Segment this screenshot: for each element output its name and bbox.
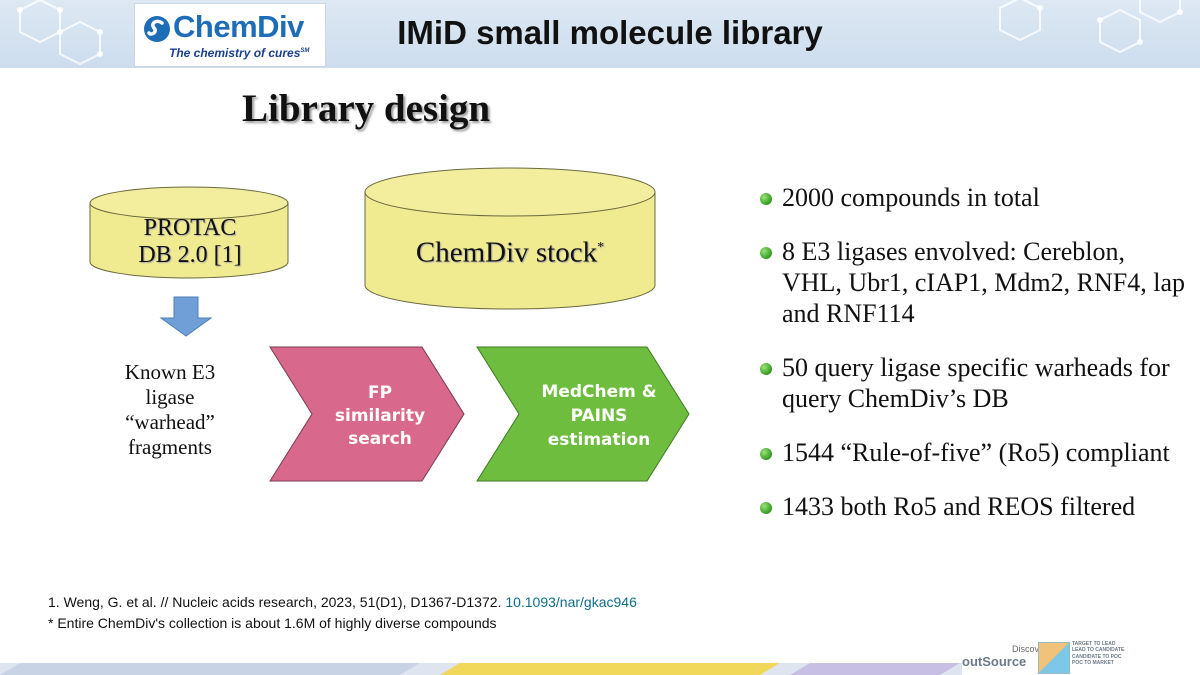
fp-similarity-label: FP similarity search xyxy=(310,382,450,451)
protac-db-line2: DB 2.0 [1] xyxy=(138,242,242,268)
fp-similarity-chevron xyxy=(269,346,465,482)
logo-tagline-text: The chemistry of cures xyxy=(169,46,301,60)
known-fragments-line3: “warhead” xyxy=(125,410,215,434)
medchem-chevron xyxy=(476,346,690,482)
medchem-label: MedChem & PAINS estimation xyxy=(515,380,683,452)
bullet-text: 8 E3 ligases envolved: Cereblon, VHL, Ub… xyxy=(782,237,1185,328)
chemdiv-logo: ChemDiv The chemistry of curesSM xyxy=(134,3,326,67)
chemdiv-logo-icon xyxy=(144,16,170,42)
fp-line2: similarity xyxy=(334,406,426,426)
medchem-line1: MedChem & xyxy=(541,382,657,402)
bullet-dot-icon xyxy=(760,502,772,514)
reference-1: 1. Weng, G. et al. // Nucleic acids rese… xyxy=(48,592,637,613)
known-fragments-label: Known E3 ligase “warhead” fragments xyxy=(95,360,245,460)
down-arrow-icon xyxy=(159,296,213,337)
chemdiv-stock-text: ChemDiv stock xyxy=(415,236,598,269)
bullet-text: 1433 both Ro5 and REOS filtered xyxy=(782,492,1136,521)
medchem-line3: estimation xyxy=(547,430,651,450)
logo-tagline: The chemistry of curesSM xyxy=(169,46,309,60)
list-item: 1433 both Ro5 and REOS filtered xyxy=(760,491,1190,522)
logo-name: ChemDiv xyxy=(173,9,304,44)
reference-1-doi-link[interactable]: 10.1093/nar/gkac946 xyxy=(505,594,637,610)
header-title: IMiD small molecule library xyxy=(397,14,823,51)
bottom-stripe-bar xyxy=(0,663,1200,675)
chemdiv-stock-label: ChemDiv stock* xyxy=(365,230,655,271)
bullet-dot-icon xyxy=(760,448,772,460)
fp-line3: search xyxy=(348,429,412,449)
outsource-logo-icon xyxy=(1038,642,1070,674)
header-band: ChemDiv The chemistry of curesSM IMiD sm… xyxy=(0,0,1200,68)
fp-line1: FP xyxy=(367,383,393,403)
discovery-outsource-logo: Discovery™ outSource TARGET TO LEAD LEAD… xyxy=(962,640,1200,675)
logo-tagline-mark: SM xyxy=(300,48,310,54)
protac-db-cylinder xyxy=(89,186,289,279)
reference-1-text: 1. Weng, G. et al. // Nucleic acids rese… xyxy=(48,594,502,610)
logo-stage-lines: TARGET TO LEAD LEAD TO CANDIDATE CANDIDA… xyxy=(1072,641,1124,667)
logo-stage-line: TARGET TO LEAD xyxy=(1072,641,1116,647)
slide-title: Library design xyxy=(242,87,491,130)
protac-db-line1: PROTAC xyxy=(143,215,237,241)
logo-discovery-text: Discovery™ xyxy=(1012,644,1061,654)
chemdiv-stock-mark: * xyxy=(597,240,605,255)
known-fragments-line2: ligase xyxy=(145,385,195,409)
collection-note: * Entire ChemDiv's collection is about 1… xyxy=(48,615,497,631)
bullet-text: 1544 “Rule-of-five” (Ro5) compliant xyxy=(782,438,1170,467)
bullet-dot-icon xyxy=(760,193,772,205)
bullet-dot-icon xyxy=(760,363,772,375)
known-fragments-line1: Known E3 xyxy=(124,360,216,384)
bullet-dot-icon xyxy=(760,247,772,259)
logo-outsource-text: outSource xyxy=(962,654,1027,669)
known-fragments-line4: fragments xyxy=(128,435,212,459)
list-item: 8 E3 ligases envolved: Cereblon, VHL, Ub… xyxy=(760,236,1190,329)
list-item: 1544 “Rule-of-five” (Ro5) compliant xyxy=(760,437,1190,468)
footnotes: 1. Weng, G. et al. // Nucleic acids rese… xyxy=(48,592,637,634)
protac-db-label: PROTAC DB 2.0 [1] xyxy=(95,215,285,269)
list-item: 50 query ligase specific warheads for qu… xyxy=(760,352,1190,414)
chemdiv-stock-cylinder xyxy=(364,167,656,310)
bullet-text: 50 query ligase specific warheads for qu… xyxy=(782,353,1170,413)
summary-bullet-list: 2000 compounds in total 8 E3 ligases env… xyxy=(760,182,1190,545)
list-item: 2000 compounds in total xyxy=(760,182,1190,213)
logo-stage-line: POC TO MARKET xyxy=(1072,660,1114,667)
logo-stage-line: CANDIDATE TO POC xyxy=(1072,653,1122,660)
hexagon-pattern-icon xyxy=(17,0,1183,66)
logo-stage-line: LEAD TO CANDIDATE xyxy=(1072,647,1125,654)
bullet-text: 2000 compounds in total xyxy=(782,183,1040,212)
medchem-line2: PAINS xyxy=(570,406,628,426)
